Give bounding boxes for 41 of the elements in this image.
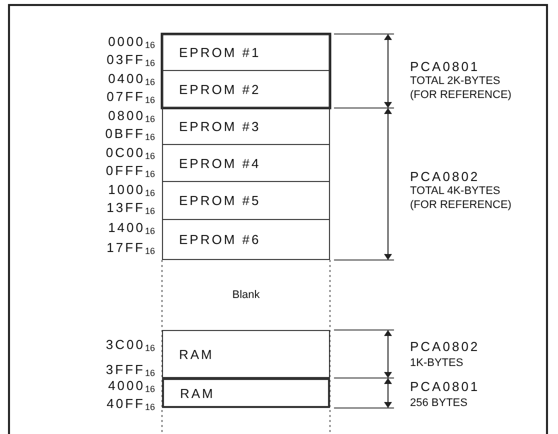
address-label: 13FF$_{16}$ [106, 200, 155, 218]
memory-block [162, 34, 330, 71]
block-label: EPROM #6 [179, 232, 261, 247]
address-label: 0FFF$_{16}$ [106, 163, 155, 181]
capacity-note: 1K-BYTES [410, 356, 464, 370]
block-label: RAM [180, 386, 215, 400]
address-label: 0C00$_{16}$ [106, 145, 155, 163]
address-label: 07FF$_{16}$ [106, 89, 155, 107]
block-label: EPROM #3 [179, 118, 261, 134]
address-label: 03FF$_{16}$ [106, 52, 155, 70]
capacity-note: TOTAL 2K-BYTES (FOR REFERENCE) [410, 74, 512, 102]
part-number: PCA0801 [410, 380, 480, 394]
part-number: PCA0802 [410, 340, 480, 354]
memory-block [162, 378, 330, 408]
memory-block [162, 71, 330, 108]
address-label: 1000$_{16}$ [108, 182, 155, 200]
address-label: 40FF$_{16}$ [106, 396, 155, 414]
capacity-note: 256 BYTES [410, 396, 468, 410]
memory-block [162, 220, 330, 260]
block-label: RAM [179, 346, 214, 362]
block-label: EPROM #4 [179, 156, 261, 170]
block-label: EPROM #1 [179, 45, 261, 60]
part-number: PCA0802 [410, 170, 480, 184]
memory-block [162, 108, 330, 145]
block-label: EPROM #5 [179, 193, 261, 208]
address-label: 3C00$_{16}$ [106, 337, 155, 355]
part-number: PCA0801 [410, 60, 480, 74]
address-label: 17FF$_{16}$ [106, 240, 155, 258]
address-label: 1400$_{16}$ [108, 220, 155, 238]
block-label: EPROM #2 [179, 82, 261, 96]
memory-block [162, 145, 330, 182]
address-label: 3FFF$_{16}$ [106, 362, 155, 380]
address-label: 0BFF$_{16}$ [105, 126, 155, 144]
address-label: 4000$_{16}$ [108, 378, 155, 396]
address-label: 0400$_{16}$ [108, 71, 155, 89]
address-label: 0000$_{16}$ [108, 34, 155, 52]
region-label: Blank [232, 289, 260, 301]
capacity-note: TOTAL 4K-BYTES (FOR REFERENCE) [410, 184, 512, 212]
memory-block [162, 330, 330, 378]
address-label: 0800$_{16}$ [108, 108, 155, 126]
memory-block [162, 182, 330, 220]
